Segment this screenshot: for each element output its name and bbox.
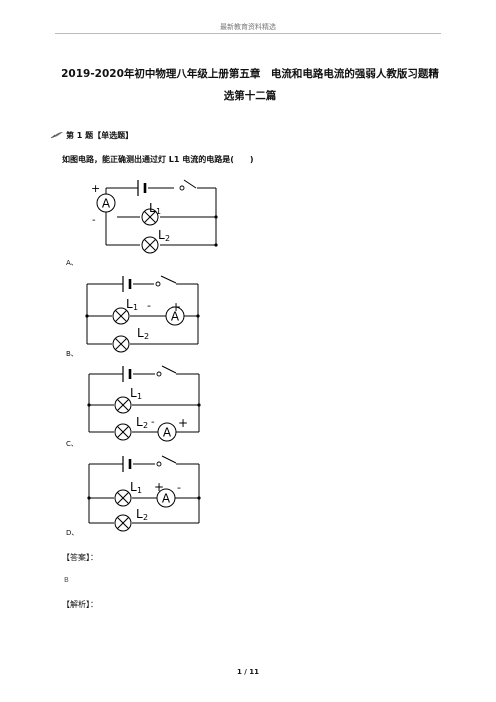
header-divider (55, 33, 441, 34)
svg-text:-: - (147, 299, 151, 312)
svg-text:+: + (171, 300, 181, 314)
option-b-label[interactable]: B、 (66, 350, 78, 358)
plus-sign: + (91, 182, 100, 195)
svg-text:A: A (162, 492, 171, 506)
page-number: 1 / 11 (236, 668, 260, 676)
lamp-l2-subscript: 2 (165, 234, 170, 243)
feather-icon (50, 132, 63, 139)
lamp-l1-subscript: 1 (156, 207, 161, 216)
svg-text:L: L (136, 415, 143, 429)
svg-text:L: L (136, 507, 143, 521)
svg-text:A: A (163, 426, 172, 440)
svg-text:1: 1 (137, 486, 142, 495)
svg-text:2: 2 (143, 513, 148, 522)
ammeter-label: A (102, 197, 111, 211)
svg-text:1: 1 (133, 303, 138, 312)
minus-sign: - (92, 215, 96, 226)
lamp-l1-label: L (149, 201, 156, 215)
svg-text:A: A (171, 310, 180, 324)
svg-text:L: L (137, 326, 144, 340)
svg-text:-: - (177, 481, 181, 494)
option-a-circuit[interactable]: L 1 - A + L 2 (80, 272, 210, 356)
svg-text:2: 2 (143, 421, 148, 430)
option-a-label[interactable]: A、 (66, 259, 78, 267)
option-b-circuit[interactable]: L 1 L 2 - A + (82, 362, 212, 444)
option-c-label[interactable]: C、 (66, 440, 78, 448)
svg-text:+: + (178, 416, 188, 430)
option-c-circuit[interactable]: L 1 + A - L 2 (82, 452, 212, 534)
document-title-line-1: 2019-2020年初中物理八年级上册第五章 电流和电路电流的强弱人教版习题精 (61, 68, 439, 80)
svg-text:-: - (151, 417, 155, 428)
question-stem: 如图电路，能正确测出通过灯 L1 电流的电路是( ) (62, 155, 254, 164)
analysis-label: 【解析】： (62, 600, 98, 609)
svg-text:L: L (130, 480, 137, 494)
option-d-label[interactable]: D、 (66, 529, 79, 537)
question-circuit: A + - L 1 L 2 (91, 179, 218, 254)
svg-text:+: + (154, 480, 164, 494)
svg-text:2: 2 (144, 332, 149, 341)
document-title-line-2: 选第十二篇 (223, 90, 277, 102)
question-heading: 第 1 题【单选题】 (66, 131, 134, 140)
lamp-l2-label: L (158, 228, 165, 242)
svg-text:1: 1 (137, 392, 142, 401)
answer-label: 【答案】： (62, 553, 98, 562)
svg-text:L: L (126, 297, 133, 311)
svg-text:L: L (130, 386, 137, 400)
page-header: 最新教育资料精选 (220, 23, 276, 31)
answer-value: B (64, 576, 69, 584)
